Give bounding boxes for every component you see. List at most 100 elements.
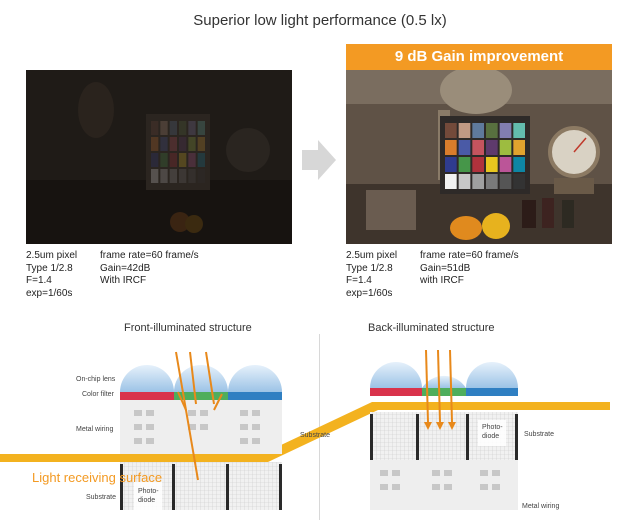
specs-right-col2: frame rate=60 frame/s Gain=51dB with IRC… xyxy=(420,250,519,288)
back-illuminated-title: Back-illuminated structure xyxy=(368,322,495,334)
label-photodiode-back: Photo- xyxy=(482,424,503,431)
color-checker-patch xyxy=(513,123,525,138)
color-checker-patch xyxy=(160,121,168,135)
label-substrate-front: Substrate xyxy=(86,494,116,501)
color-checker-patch xyxy=(188,169,196,183)
spec-line: F=1.4 xyxy=(346,275,372,286)
sensor-structure-diagram: On-chip lens Color filter Metal wiring S… xyxy=(0,349,610,510)
color-checker-patch xyxy=(160,169,168,183)
color-checker-patch xyxy=(513,174,525,189)
back-structure xyxy=(370,349,518,510)
front-structure xyxy=(120,351,282,510)
on-chip-lens xyxy=(422,375,466,388)
color-checker-patch xyxy=(169,169,177,183)
color-checker-patch xyxy=(458,123,471,138)
color-checker-patch xyxy=(486,157,498,172)
color-filter-blue xyxy=(466,388,518,396)
color-checker-patch xyxy=(179,137,187,151)
light-receiving-band xyxy=(0,402,610,462)
color-checker-patch xyxy=(169,153,177,167)
label-substrate-back: Substrate xyxy=(524,431,554,438)
color-checker-patch xyxy=(486,174,498,189)
label-color-filter: Color filter xyxy=(82,391,115,398)
color-filter-red xyxy=(370,388,422,396)
on-chip-lens xyxy=(120,365,174,392)
light-receiving-surface-label: Light receiving surface xyxy=(32,470,163,485)
page-title: Superior low light performance (0.5 lx) xyxy=(193,12,447,29)
specs-left-col1: 2.5um pixel Type 1/2.8 F=1.4 exp=1/60s xyxy=(26,250,77,300)
gain-improvement-banner: 9 dB Gain improvement xyxy=(346,44,612,70)
color-checker-patch xyxy=(151,153,159,167)
on-chip-lens xyxy=(370,362,422,388)
color-checker-patch xyxy=(472,123,484,138)
color-checker-patch xyxy=(445,174,457,189)
on-chip-lens xyxy=(174,365,228,392)
low-light-photo-51db xyxy=(346,70,612,244)
on-chip-lens xyxy=(466,362,518,388)
color-checker-patch xyxy=(499,157,512,172)
color-checker-patch xyxy=(445,157,457,172)
color-checker-patch xyxy=(445,123,457,138)
low-light-photo-42db xyxy=(26,70,292,244)
color-checker-patch xyxy=(151,121,159,135)
color-checker-patch xyxy=(458,174,471,189)
spec-line: F=1.4 xyxy=(26,275,52,286)
color-checker-patch xyxy=(445,140,457,155)
color-checker-patch xyxy=(179,169,187,183)
specs-left-col2: frame rate=60 frame/s Gain=42dB With IRC… xyxy=(100,250,199,288)
color-filter-green xyxy=(422,388,466,396)
on-chip-lens xyxy=(228,365,282,392)
color-checker-patch xyxy=(458,157,471,172)
color-checker-patch xyxy=(499,174,512,189)
label-on-chip-lens: On-chip lens xyxy=(76,376,116,383)
color-checker-patch xyxy=(472,174,484,189)
color-checker-patch xyxy=(472,157,484,172)
label-metal-wiring-front: Metal wiring xyxy=(76,426,113,433)
color-checker-patch xyxy=(197,121,205,135)
specs-right-col1: 2.5um pixel Type 1/2.8 F=1.4 exp=1/60s xyxy=(346,250,397,300)
color-checker-patch xyxy=(197,169,205,183)
spec-line: Type 1/2.8 xyxy=(26,262,73,274)
spec-line: With IRCF xyxy=(100,275,147,286)
color-checker-patch xyxy=(188,121,196,135)
color-checker-patch xyxy=(188,137,196,151)
color-checker-patch xyxy=(188,153,196,167)
color-checker-patch xyxy=(458,140,471,155)
label-substrate-middle: Substrate xyxy=(300,432,330,439)
spec-line: frame rate=60 frame/s xyxy=(420,250,519,261)
spec-line: 2.5um pixel xyxy=(346,250,398,261)
color-checker-patch xyxy=(151,169,159,183)
color-filter-blue xyxy=(228,392,282,400)
color-checker-patch xyxy=(197,153,205,167)
spec-line: 2.5um pixel xyxy=(26,250,78,261)
spec-line: Type 1/2.8 xyxy=(346,262,393,274)
color-checker-patch xyxy=(151,137,159,151)
transition-arrow-icon xyxy=(302,140,336,180)
color-checker-patch xyxy=(197,137,205,151)
color-checker-patch xyxy=(169,121,177,135)
front-illuminated-title: Front-illuminated structure xyxy=(124,322,252,334)
label-photodiode-front: Photo- xyxy=(138,488,159,495)
color-checker-patch xyxy=(179,153,187,167)
spec-line: exp=1/60s xyxy=(346,287,393,299)
color-checker-patch xyxy=(486,140,498,155)
color-filter-red xyxy=(120,392,174,400)
label-metal-wiring-back: Metal wiring xyxy=(522,503,559,510)
color-checker-patch xyxy=(486,123,498,138)
color-checker-patch xyxy=(499,123,512,138)
spec-line: Gain=42dB xyxy=(100,262,151,274)
color-filter-green xyxy=(174,392,228,400)
color-checker-patch xyxy=(499,140,512,155)
spec-line: frame rate=60 frame/s xyxy=(100,250,199,261)
label-photodiode-front-2: diode xyxy=(138,497,155,504)
spec-line: exp=1/60s xyxy=(26,287,73,299)
color-checker-patch xyxy=(513,140,525,155)
color-checker-patch xyxy=(179,121,187,135)
color-checker-patch xyxy=(169,137,177,151)
spec-line: Gain=51dB xyxy=(420,262,471,274)
spec-line: with IRCF xyxy=(420,275,464,286)
color-checker-patch xyxy=(160,153,168,167)
color-checker-patch xyxy=(513,157,525,172)
label-photodiode-back-2: diode xyxy=(482,433,499,440)
color-checker-patch xyxy=(160,137,168,151)
